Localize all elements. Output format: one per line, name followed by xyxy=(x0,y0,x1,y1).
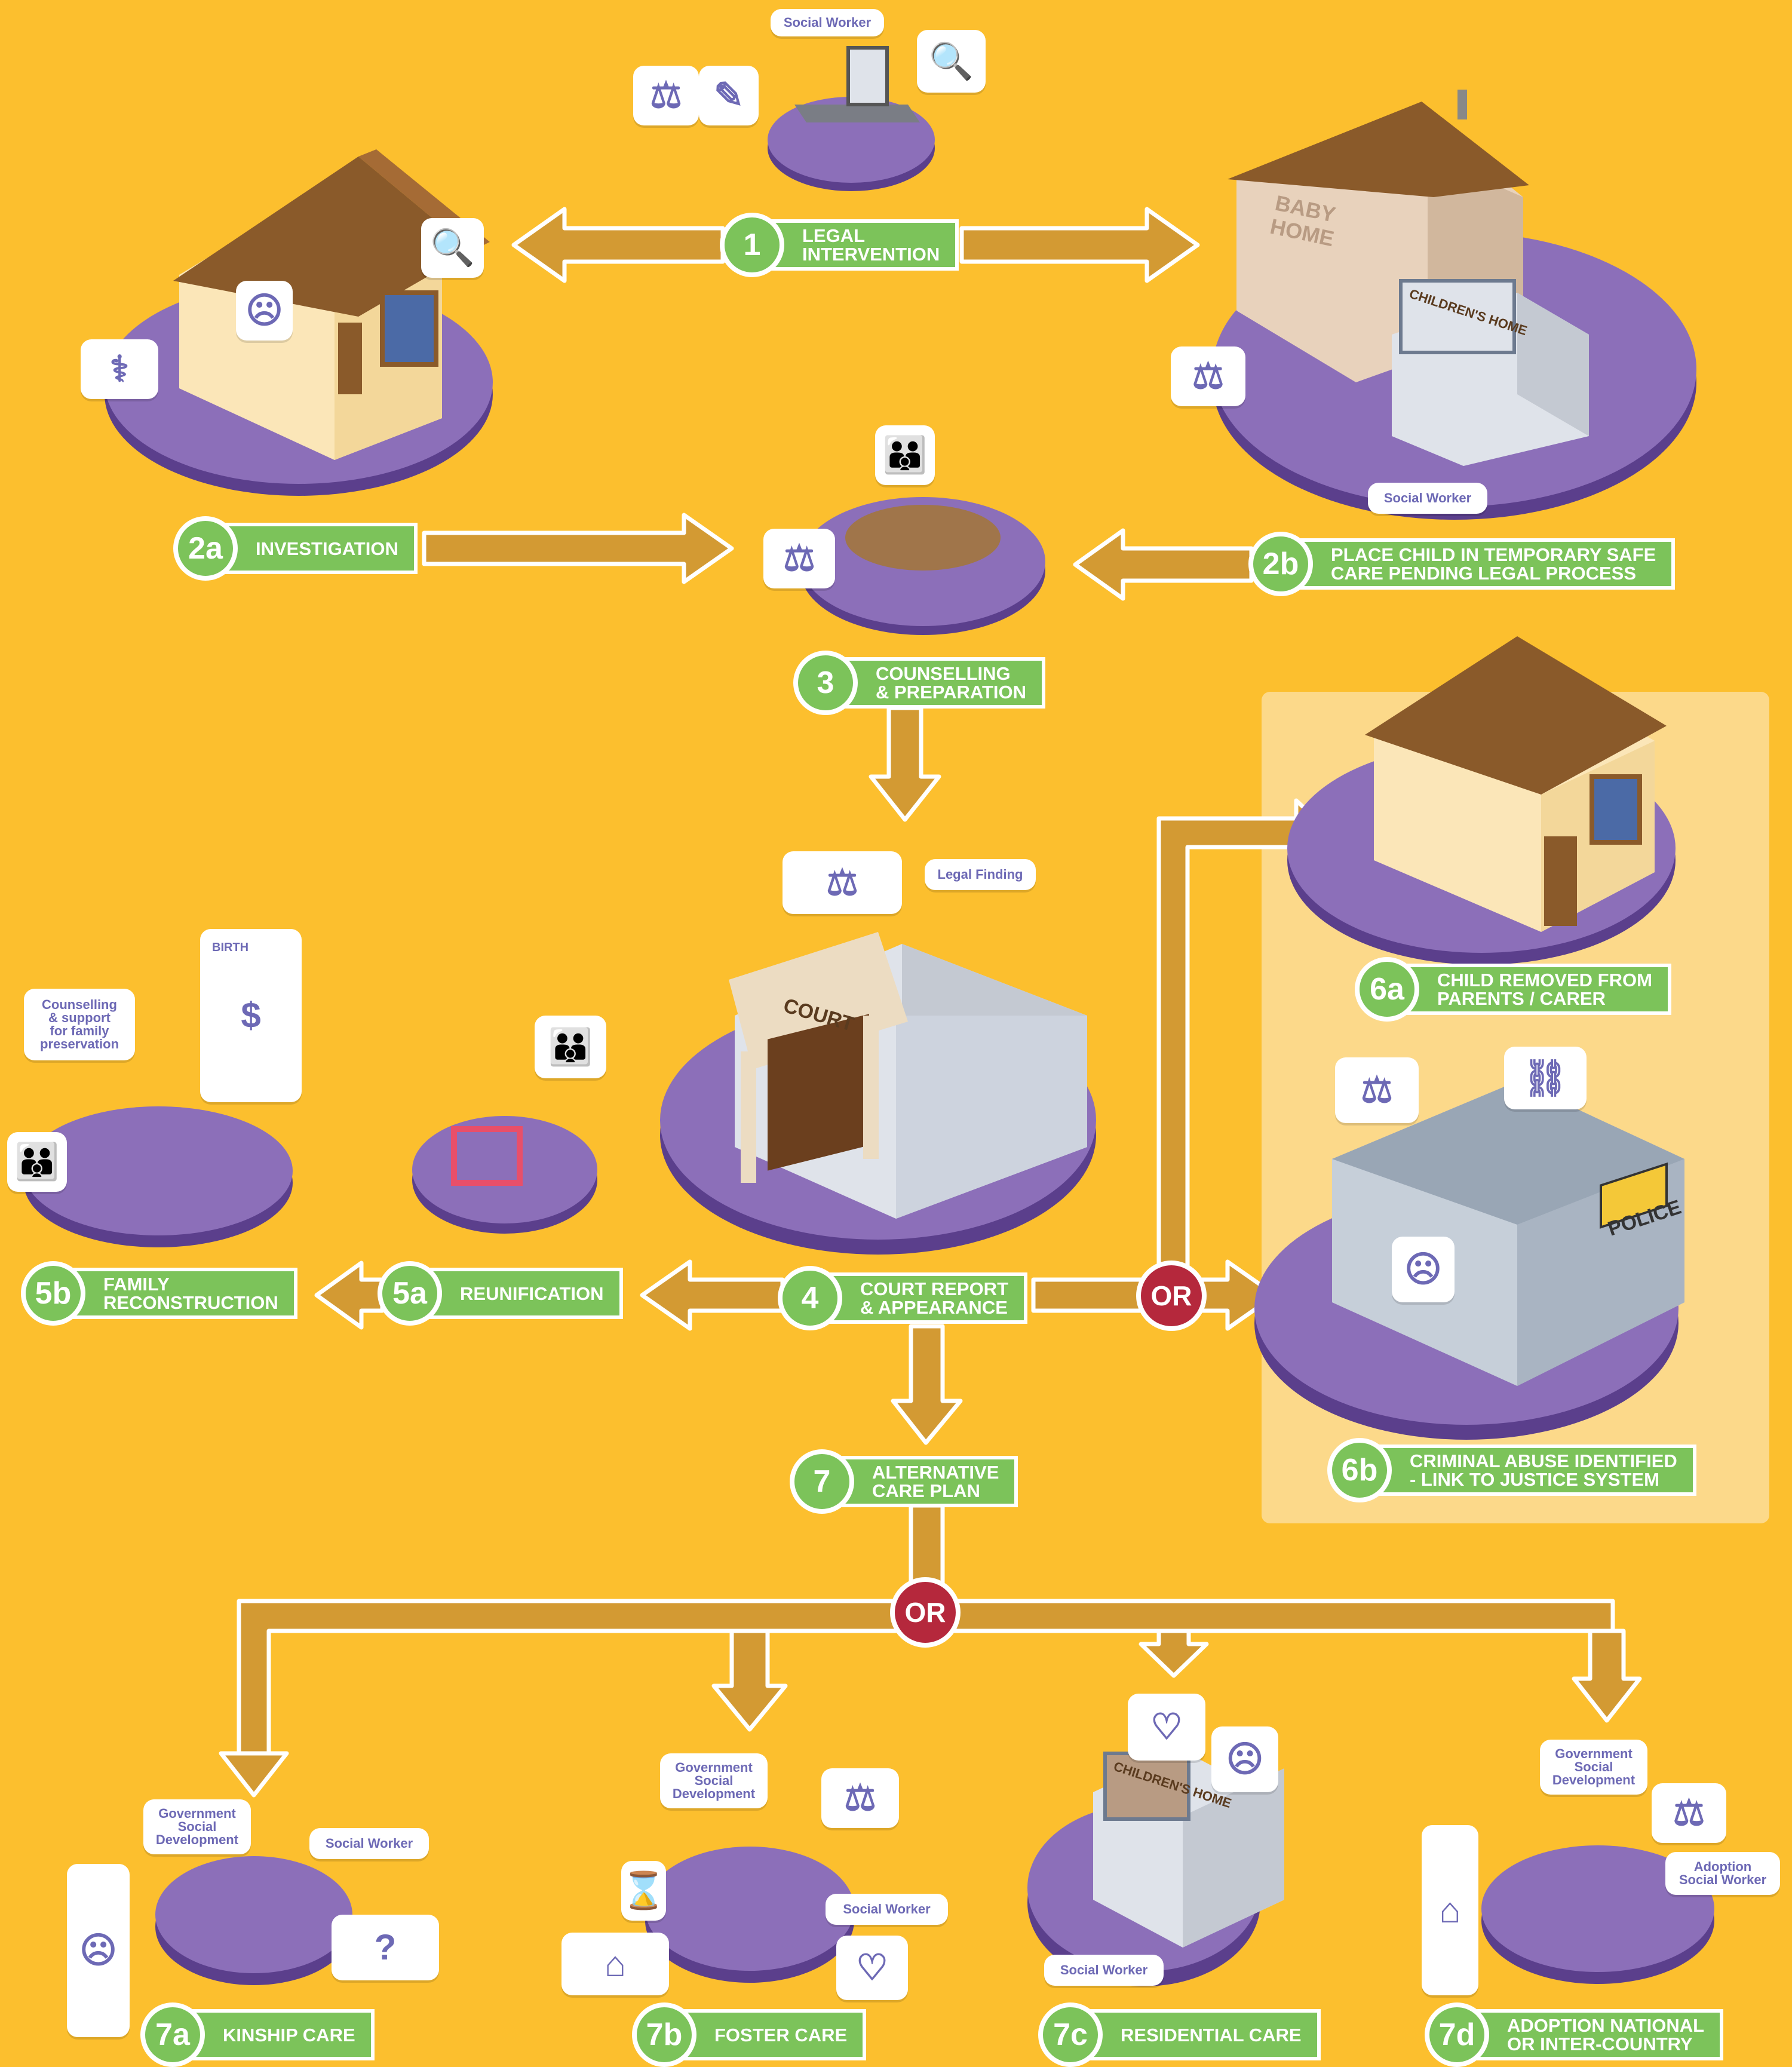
speech-legal-finding: Legal Finding xyxy=(925,859,1036,890)
speech-social-worker-1: Social Worker xyxy=(771,9,884,36)
scales-icon-6b: ⚖ xyxy=(1335,1057,1419,1123)
arrow-to-7c xyxy=(1139,1629,1209,1678)
scales-icon-7d: ⚖ xyxy=(1652,1783,1726,1843)
speech-social-worker-7c: Social Worker xyxy=(1044,1955,1164,1986)
scales-icon-4: ⚖ xyxy=(783,851,902,914)
or-badge-court-outcome: OR xyxy=(1136,1261,1207,1331)
money-bank-icon: $ xyxy=(200,929,302,1102)
question-icon: ? xyxy=(332,1915,439,1980)
speech-gov-social-dev-7b: Government Social Development xyxy=(660,1753,768,1808)
arrow-to-7a xyxy=(219,1751,289,1798)
handcuffs-icon: ⛓ xyxy=(1504,1047,1587,1109)
or-badge-care-plan: OR xyxy=(890,1577,961,1648)
speech-social-worker-7b: Social Worker xyxy=(826,1894,948,1925)
speech-gov-social-dev-7d: Government Social Development xyxy=(1540,1740,1647,1795)
house-investigation xyxy=(173,149,490,460)
scales-icon: ⚖ xyxy=(633,66,699,125)
arrow-2a-to-3 xyxy=(422,513,734,584)
scales-icon-2b: ⚖ xyxy=(1171,346,1245,406)
police-station xyxy=(1332,1081,1684,1386)
family-icon-5a: 👪 xyxy=(535,1016,606,1078)
magnifier-icon-2a: 🔍 xyxy=(421,218,484,278)
speech-adoption-social-worker: Adoption Social Worker xyxy=(1665,1852,1780,1895)
house-baby-home xyxy=(1228,90,1589,466)
sad-face-icon-7c: ☹ xyxy=(1211,1726,1278,1792)
money-house-icon: ⌂ xyxy=(561,1933,669,1995)
heart-house-icon-7d: ⌂ xyxy=(1422,1825,1478,1995)
house-child-removed xyxy=(1365,636,1667,932)
heart-hands-icon-7c: ♡ xyxy=(1128,1694,1205,1761)
arrow-4-to-7 xyxy=(891,1324,963,1445)
document-icon: ✎ xyxy=(699,66,759,125)
counselling-table xyxy=(845,505,1001,571)
family-icon-5b: 👪 xyxy=(7,1132,67,1192)
speech-social-worker-7a: Social Worker xyxy=(309,1828,429,1859)
magnifier-icon: 🔍 xyxy=(917,30,986,93)
arrow-to-7d xyxy=(1572,1629,1642,1723)
stethoscope-icon: ⚕ xyxy=(81,339,158,399)
sign-birth: BIRTH xyxy=(212,941,249,954)
angry-face-icon-6b: ☹ xyxy=(1392,1237,1455,1302)
scales-icon-3: ⚖ xyxy=(763,529,835,588)
speech-social-worker-2b: Social Worker xyxy=(1368,483,1487,514)
speech-counselling-support: Counselling & support for family preserv… xyxy=(24,989,135,1060)
childrens-home-residential xyxy=(1093,1750,1284,1948)
heart-hands-icon-7b: ♡ xyxy=(836,1936,908,2000)
crib xyxy=(451,1126,523,1186)
family-icon-3: 👪 xyxy=(875,425,935,485)
arrow-to-7b xyxy=(711,1629,788,1732)
sad-face-icon-7a: ☹ xyxy=(67,1864,130,2037)
scales-icon-7b: ⚖ xyxy=(821,1768,899,1828)
court-building xyxy=(729,932,1087,1219)
speech-gov-social-dev-7a: Government Social Development xyxy=(143,1799,251,1854)
desk-social-worker xyxy=(794,46,920,122)
hourglass-icon: ⌛ xyxy=(621,1861,666,1921)
angry-face-icon: ☹ xyxy=(236,281,293,341)
arrow-1-right xyxy=(959,207,1200,283)
